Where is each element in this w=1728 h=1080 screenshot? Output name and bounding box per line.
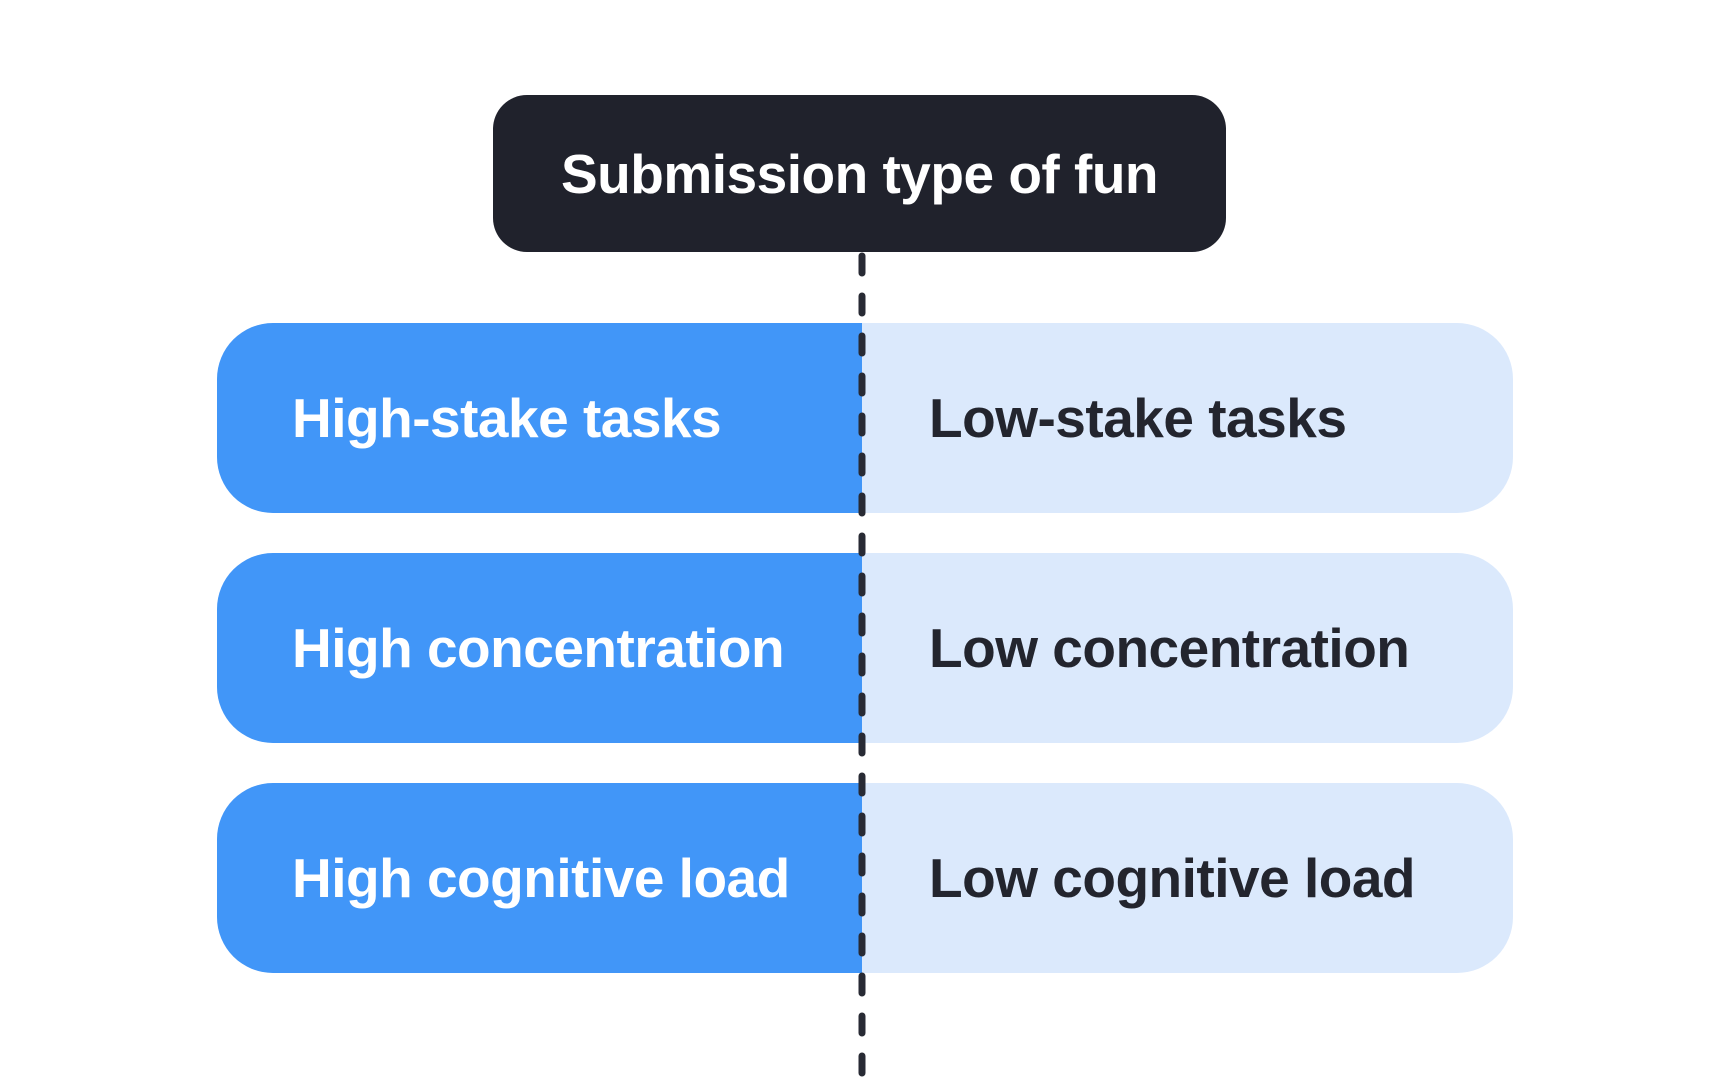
divider-dashed-line	[858, 252, 866, 1080]
title-banner: Submission type of fun	[493, 95, 1226, 252]
low-stake-cell: Low-stake tasks	[862, 323, 1513, 513]
high-cognitive-load-cell: High cognitive load	[217, 783, 862, 973]
title-banner-label: Submission type of fun	[560, 142, 1159, 205]
low-concentration-cell-label: Low concentration	[929, 617, 1410, 679]
low-cognitive-load-cell-label: Low cognitive load	[929, 847, 1416, 909]
high-concentration-cell-label: High concentration	[292, 617, 785, 679]
low-cognitive-load-cell: Low cognitive load	[862, 783, 1513, 973]
low-stake-cell-label: Low-stake tasks	[929, 387, 1347, 449]
high-concentration-cell: High concentration	[217, 553, 862, 743]
high-cognitive-load-cell-label: High cognitive load	[292, 847, 790, 909]
high-stake-cell-label: High-stake tasks	[292, 387, 722, 449]
high-stake-cell: High-stake tasks	[217, 323, 862, 513]
low-concentration-cell: Low concentration	[862, 553, 1513, 743]
